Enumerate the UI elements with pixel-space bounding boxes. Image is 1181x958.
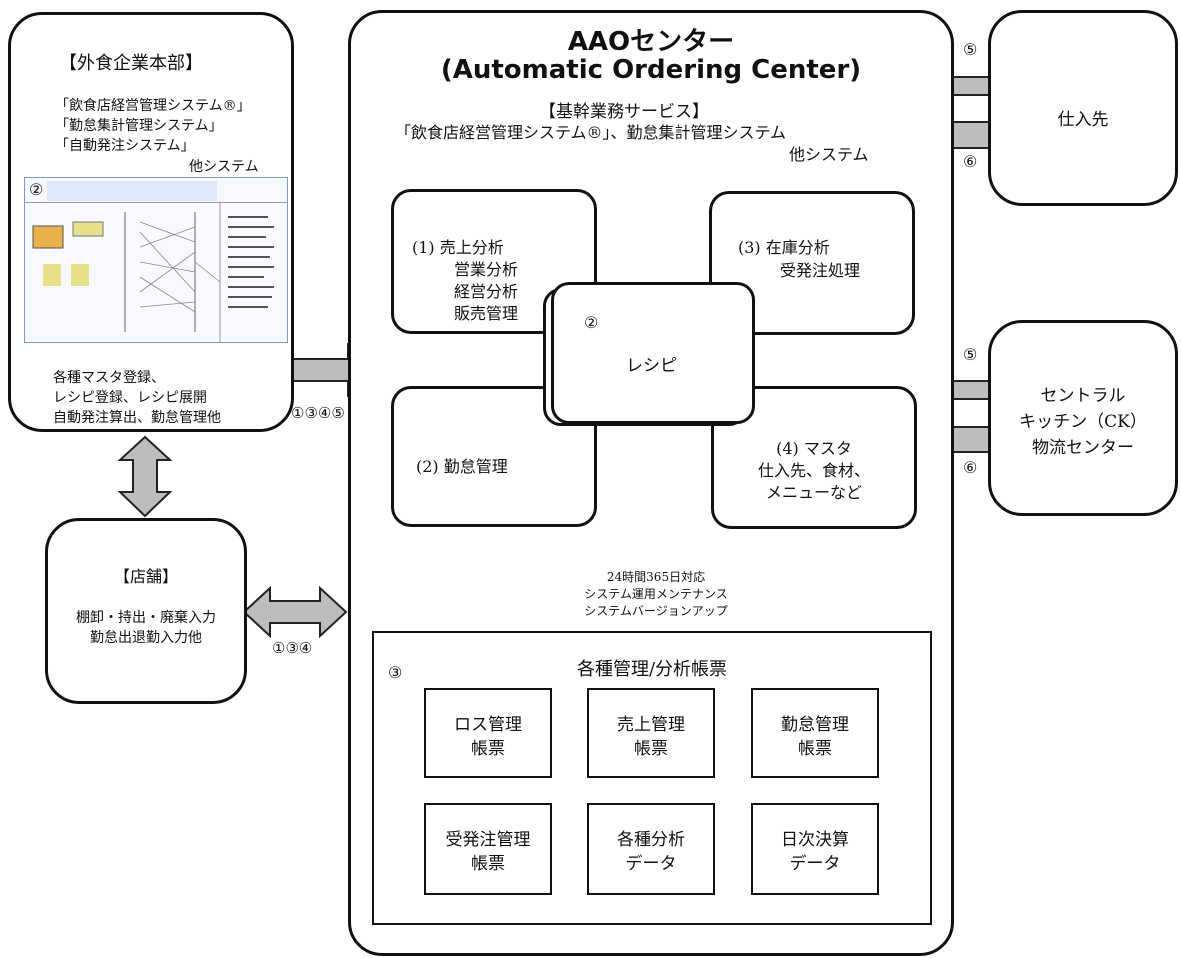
supplier-in-number: ⑥ bbox=[963, 152, 978, 171]
ops-line-2: システム運用メンテナンス bbox=[584, 587, 728, 601]
hq-thumbnail: ② bbox=[24, 177, 288, 343]
report-daily-line-1: 日次決算 bbox=[781, 830, 849, 850]
central-kitchen-box: セントラル キッチン（CK） 物流センター bbox=[988, 320, 1178, 516]
module-sales-line-2: 営業分析 bbox=[454, 260, 519, 279]
thumbnail-graphic bbox=[32, 202, 274, 342]
report-ordering: 受発注管理 帳票 bbox=[424, 803, 552, 895]
store-center-link-label: ①③④ bbox=[272, 639, 313, 657]
hq-system-2: 「勤怠集計管理システム」 bbox=[55, 118, 223, 134]
ops-line-3: システムバージョンアップ bbox=[584, 604, 728, 618]
module-attendance-label: (2) 勤怠管理 bbox=[416, 457, 508, 476]
ck-out-number: ⑤ bbox=[963, 345, 978, 364]
report-loss: ロス管理 帳票 bbox=[424, 688, 552, 778]
ck-line-1: セントラル bbox=[1040, 386, 1126, 406]
module-master-line-2: 仕入先、食材、 bbox=[757, 461, 870, 480]
store-title: 【店舗】 bbox=[113, 567, 178, 586]
report-attendance-line-2: 帳票 bbox=[798, 739, 832, 759]
hq-task-2: レシピ登録、レシピ展開 bbox=[53, 390, 207, 406]
supplier-title: 仕入先 bbox=[1057, 110, 1109, 130]
ck-in-number: ⑥ bbox=[963, 458, 978, 477]
report-loss-line-2: 帳票 bbox=[471, 739, 505, 759]
service-line: 「飲食店経営管理システム®」、勤怠集計管理システム bbox=[395, 123, 787, 142]
recipe-number: ② bbox=[584, 313, 599, 332]
report-sales: 売上管理 帳票 bbox=[587, 688, 715, 778]
ck-line-2: キッチン（CK） bbox=[1019, 412, 1147, 432]
hq-thumbnail-number: ② bbox=[29, 180, 44, 199]
report-analysis: 各種分析 データ bbox=[587, 803, 715, 895]
report-analysis-line-2: データ bbox=[625, 854, 677, 874]
store-task-2: 勤怠出退勤入力他 bbox=[90, 630, 202, 646]
module-sales-line-4: 販売管理 bbox=[454, 304, 519, 323]
module-inventory-line-2: 受発注処理 bbox=[780, 261, 861, 280]
module-master-line-1: (4) マスタ bbox=[776, 439, 852, 458]
report-analysis-line-1: 各種分析 bbox=[617, 830, 685, 850]
report-sales-line-1: 売上管理 bbox=[617, 715, 685, 735]
center-title: AAOセンター bbox=[567, 27, 735, 57]
report-ordering-line-2: 帳票 bbox=[471, 854, 505, 874]
service-other: 他システム bbox=[789, 145, 869, 164]
recipe-box: ② レシピ bbox=[551, 282, 755, 424]
report-daily-settlement: 日次決算 データ bbox=[751, 803, 879, 895]
store-center-arrow bbox=[242, 585, 348, 639]
reports-number: ③ bbox=[388, 663, 403, 682]
report-sales-line-2: 帳票 bbox=[634, 739, 668, 759]
reports-title: 各種管理/分析帳票 bbox=[576, 659, 728, 680]
report-attendance-line-1: 勤怠管理 bbox=[781, 715, 849, 735]
report-attendance: 勤怠管理 帳票 bbox=[751, 688, 879, 778]
hq-system-3: 「自動発注システム」 bbox=[55, 138, 195, 154]
ops-line-1: 24時間365日対応 bbox=[606, 570, 706, 584]
module-sales-line-1: (1) 売上分析 bbox=[412, 238, 504, 257]
hq-task-1: 各種マスタ登録、 bbox=[53, 370, 165, 386]
hq-title: 【外食企業本部】 bbox=[59, 53, 203, 74]
hq-system-1: 「飲食店経営管理システム®」 bbox=[55, 98, 251, 114]
report-ordering-line-1: 受発注管理 bbox=[445, 830, 531, 850]
report-loss-line-1: ロス管理 bbox=[454, 715, 522, 735]
supplier-box: 仕入先 bbox=[988, 10, 1178, 206]
center-subtitle: (Automatic Ordering Center) bbox=[440, 55, 862, 85]
store-task-1: 棚卸・持出・廃棄入力 bbox=[76, 610, 216, 626]
recipe-label: レシピ bbox=[626, 356, 677, 376]
hq-other-systems: 他システム bbox=[189, 159, 259, 175]
hq-box: 【外食企業本部】 「飲食店経営管理システム®」 「勤怠集計管理システム」 「自動… bbox=[8, 12, 294, 432]
service-title: 【基幹業務サービス】 bbox=[539, 102, 709, 122]
hq-store-arrow bbox=[117, 435, 173, 518]
ck-line-3: 物流センター bbox=[1032, 438, 1134, 458]
store-box: 【店舗】 棚卸・持出・廃棄入力 勤怠出退勤入力他 bbox=[45, 518, 247, 704]
report-daily-line-2: データ bbox=[789, 854, 841, 874]
supplier-out-number: ⑤ bbox=[963, 40, 978, 59]
module-inventory-line-1: (3) 在庫分析 bbox=[738, 238, 830, 257]
module-master-line-3: メニューなど bbox=[765, 483, 862, 502]
module-sales-line-3: 経営分析 bbox=[454, 282, 519, 301]
hq-center-link-label: ①③④⑤ bbox=[291, 404, 345, 422]
hq-task-3: 自動発注算出、勤怠管理他 bbox=[53, 410, 221, 426]
